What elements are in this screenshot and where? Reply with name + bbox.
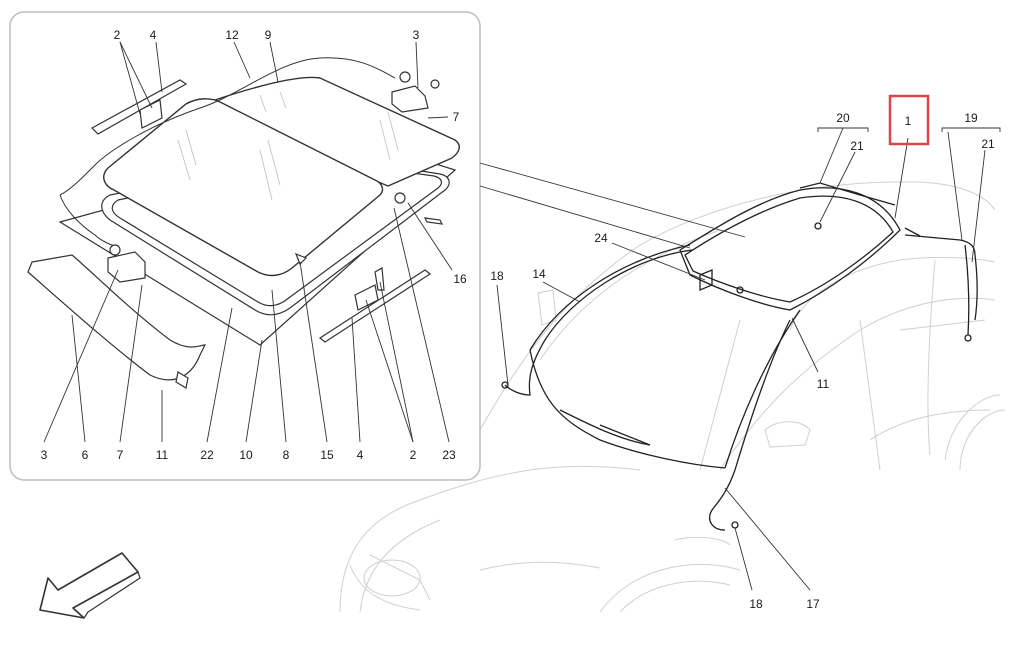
label-1[interactable]: 1 (905, 114, 912, 128)
label-4-bottom: 4 (357, 448, 364, 462)
label-17: 17 (806, 597, 820, 611)
label-7-bottom: 7 (117, 448, 124, 462)
inset-labels: 2 4 12 9 3 7 16 3 6 7 11 22 10 8 15 4 2 … (41, 28, 467, 462)
label-2-bottom: 2 (410, 448, 417, 462)
label-21-right: 21 (981, 137, 995, 151)
label-20: 20 (836, 111, 850, 125)
label-7-top: 7 (453, 110, 460, 124)
label-14: 14 (532, 267, 546, 281)
highlight-box-label-1[interactable] (888, 94, 930, 146)
label-22: 22 (200, 448, 214, 462)
label-18-bottom: 18 (749, 597, 763, 611)
label-19: 19 (964, 111, 978, 125)
label-12: 12 (225, 28, 239, 42)
label-11-vehicle: 11 (817, 377, 830, 391)
label-16: 16 (453, 272, 467, 286)
label-3-bottom: 3 (41, 448, 48, 462)
sunroof-inset-panel (9, 11, 746, 481)
label-3-top: 3 (413, 28, 420, 42)
label-6: 6 (82, 448, 89, 462)
vehicle-labels: 20 19 1 21 21 24 18 14 11 18 17 (490, 94, 995, 611)
label-11-inset: 11 (156, 448, 169, 462)
label-18-top: 18 (490, 269, 504, 283)
label-10: 10 (239, 448, 253, 462)
label-2-top: 2 (114, 28, 121, 42)
vehicle-leader-lines (496, 127, 1001, 591)
label-15: 15 (320, 448, 334, 462)
label-9: 9 (265, 28, 272, 42)
vehicle-outline (339, 181, 1006, 613)
label-8: 8 (283, 448, 290, 462)
label-21-left: 21 (850, 139, 864, 153)
label-4-top: 4 (150, 28, 157, 42)
label-24: 24 (594, 231, 608, 245)
arrow-down-left-icon (39, 552, 141, 619)
label-23: 23 (442, 448, 456, 462)
